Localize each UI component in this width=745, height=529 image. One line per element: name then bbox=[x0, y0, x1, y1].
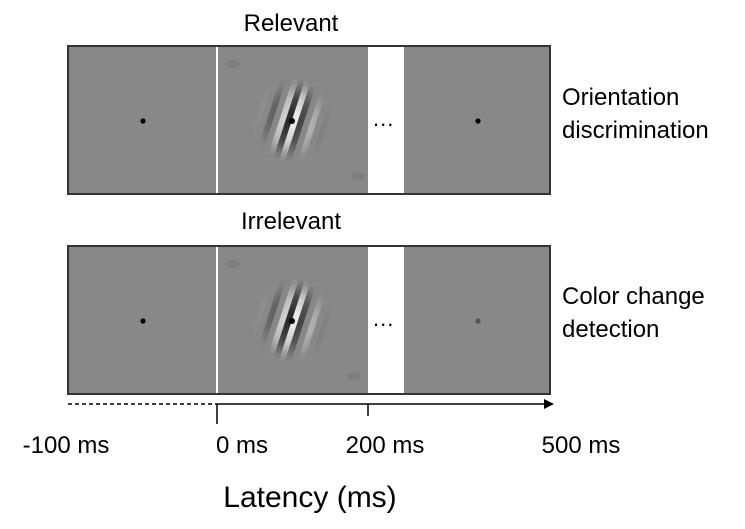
fixation-dot-final-irrelevant bbox=[475, 318, 481, 324]
blank-interval-irrelevant bbox=[368, 247, 404, 393]
axis-arrowhead bbox=[544, 399, 554, 409]
placeholder-blob-irrelevant-top bbox=[226, 260, 240, 268]
tick-label-500ms: 500 ms bbox=[541, 432, 621, 459]
task-label-relevant-line1: Orientation bbox=[562, 84, 680, 111]
fixation-dot-baseline-irrelevant bbox=[140, 318, 146, 324]
fixation-dot-final-relevant bbox=[475, 118, 481, 124]
task-label-irrelevant-line2: detection bbox=[562, 316, 660, 343]
panel-relevant bbox=[67, 45, 551, 195]
blank-interval-relevant bbox=[368, 47, 404, 193]
ellipsis-relevant: ... bbox=[373, 106, 395, 131]
tick-label-0ms: 0 ms bbox=[215, 432, 269, 459]
task-label-irrelevant-line1: Color change bbox=[562, 283, 705, 310]
panel-title-relevant: Relevant bbox=[243, 10, 339, 37]
fixation-dot-stimulus-irrelevant bbox=[289, 318, 295, 324]
time-axis bbox=[68, 399, 554, 424]
ellipsis-irrelevant: ... bbox=[373, 306, 395, 331]
panel-irrelevant bbox=[67, 245, 551, 395]
tick-label-200ms: 200 ms bbox=[345, 432, 425, 459]
axis-title: Latency (ms) bbox=[223, 481, 397, 514]
placeholder-blob-relevant-top bbox=[226, 60, 240, 68]
placeholder-blob-irrelevant-bottom bbox=[347, 372, 361, 380]
task-label-relevant-line2: discrimination bbox=[562, 117, 709, 144]
tick-label-minus100ms: -100 ms bbox=[22, 432, 110, 459]
fixation-dot-stimulus-relevant bbox=[289, 118, 295, 124]
placeholder-blob-relevant-bottom bbox=[351, 172, 365, 180]
panel-title-irrelevant: Irrelevant bbox=[240, 208, 342, 235]
fixation-dot-baseline-relevant bbox=[140, 118, 146, 124]
